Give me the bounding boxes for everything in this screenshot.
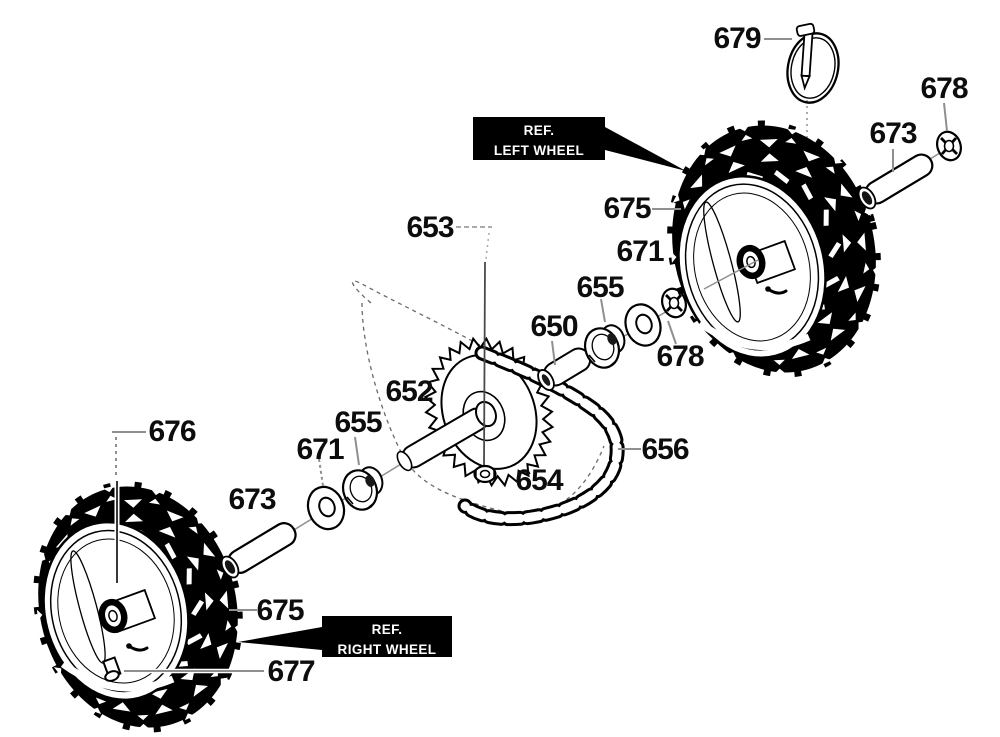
ref-left-wheel-label: REF. LEFT WHEEL <box>473 117 605 160</box>
callout-654: 654 <box>515 464 563 497</box>
callout-671-left: 671 <box>616 235 664 268</box>
tread-mark <box>90 697 107 715</box>
tread-mark <box>795 150 821 178</box>
tread-mark <box>150 688 173 715</box>
tread-mark <box>824 183 853 212</box>
tread-mark <box>180 668 208 697</box>
callout-653: 653 <box>406 211 454 244</box>
callout-652: 652 <box>385 375 433 408</box>
tread-mark <box>186 568 192 585</box>
tread-mark <box>842 232 866 253</box>
push-cap-678-upper <box>936 130 962 162</box>
tread-mark <box>179 703 195 721</box>
tread-mark <box>785 128 799 144</box>
left-wheel <box>667 120 881 378</box>
tread-mark <box>200 632 228 660</box>
tread-mark <box>102 485 118 502</box>
tread-mark <box>696 147 714 166</box>
callout-655-left: 655 <box>576 271 624 304</box>
tread-mark <box>773 170 790 184</box>
right-rim <box>42 520 190 702</box>
ref-right-line1: REF. <box>371 622 403 637</box>
leader-lines <box>112 38 948 674</box>
flange-bearing-655-lower <box>341 466 384 511</box>
tread-mark <box>863 262 879 277</box>
callout-675-left: 675 <box>603 192 651 225</box>
tread-mark <box>825 156 843 174</box>
tread-mark <box>759 138 779 162</box>
callout-676: 676 <box>148 415 196 448</box>
callout-675-right: 675 <box>256 594 304 627</box>
shear-bolt-653 <box>483 261 486 467</box>
spacer-673-lower <box>220 522 297 579</box>
push-cap-678-mid <box>661 287 687 319</box>
rim-lip-highlight <box>697 320 811 351</box>
tread-mark <box>185 633 203 646</box>
washer-671-left <box>624 303 662 347</box>
tread-mark <box>123 499 144 523</box>
callout-677: 677 <box>267 655 315 688</box>
callout-650: 650 <box>530 310 578 343</box>
callout-678-upper: 678 <box>920 72 968 105</box>
callout-679: 679 <box>713 22 761 55</box>
callout-673-upper: 673 <box>869 117 917 150</box>
tread-mark <box>149 489 163 505</box>
tread-mark <box>158 510 184 538</box>
tread-mark <box>672 193 690 210</box>
tread-mark <box>738 125 753 142</box>
tread-mark <box>823 276 840 288</box>
callout-678-mid: 678 <box>656 340 704 373</box>
tread-mark <box>191 599 205 616</box>
tread-mark <box>186 542 216 571</box>
tread-mark <box>188 516 206 534</box>
washer-671-lower <box>306 485 346 531</box>
valve-stem-677 <box>102 656 122 682</box>
tread-mark <box>719 145 745 173</box>
tread-mark <box>854 205 872 222</box>
tread-mark <box>801 183 814 201</box>
tread-mark <box>823 209 829 226</box>
ref-arrows <box>238 127 686 650</box>
tread-mark <box>164 542 177 560</box>
lock-nut-654 <box>473 464 497 484</box>
left-rim <box>677 174 827 360</box>
ref-right-line2: RIGHT WHEEL <box>337 641 437 657</box>
ref-left-arrow <box>605 127 686 171</box>
ref-left-line1: REF. <box>523 123 555 138</box>
tread-mark <box>816 347 833 365</box>
tread-mark <box>204 590 229 611</box>
hub-centerline <box>703 259 759 290</box>
tread-mark <box>137 714 150 730</box>
ref-left-line2: LEFT WHEEL <box>493 142 585 158</box>
callout-671-right: 671 <box>296 433 344 466</box>
tread-mark <box>817 312 846 341</box>
callout-655-right: 655 <box>334 406 382 439</box>
callout-673-right: 673 <box>228 483 276 516</box>
ring-pin-679 <box>786 22 840 104</box>
callout-656: 656 <box>641 433 689 466</box>
ref-right-wheel-label: REF. RIGHT WHEEL <box>322 616 452 657</box>
ref-right-arrow <box>238 627 322 650</box>
rim-lip-highlight <box>60 661 175 692</box>
axle-shaft <box>396 400 497 472</box>
tread-mark <box>225 620 241 634</box>
flange-bearing-655-left <box>583 324 626 369</box>
tread-mark <box>837 275 866 303</box>
tread-mark <box>848 312 866 330</box>
tread-mark <box>62 508 80 526</box>
tread-mark <box>773 359 786 374</box>
right-wheel <box>33 481 243 733</box>
tread-mark <box>828 242 842 258</box>
